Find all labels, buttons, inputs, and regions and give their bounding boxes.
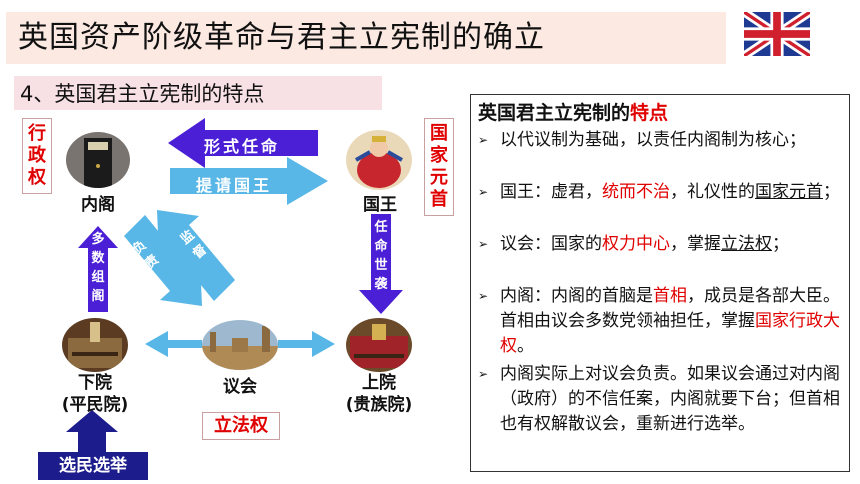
king-label: 国王: [363, 195, 397, 215]
feature-4-text-a: 内阁：内阁的首脑是: [500, 286, 653, 306]
arrow-parliament-left: [145, 331, 202, 357]
feature-3-underline: 立法权: [721, 234, 772, 254]
feature-1-text: 以代议制为基础，以责任内阁制为核心；: [500, 130, 806, 150]
diagram-arrows: [66, 118, 403, 452]
arrow-bullet-icon: ➢: [478, 237, 489, 251]
arrow-responsible: [124, 215, 202, 306]
arrow-majority: [78, 226, 118, 312]
feature-3-text-a: 议会：国家的: [500, 234, 602, 254]
lords-label: 上院: [362, 373, 396, 393]
feature-item-2: ➢ 国王：虚君，统而不治，礼仪性的国家元首；: [478, 180, 846, 205]
arrow-supervise: [157, 210, 235, 301]
feature-3-text-c: ；: [772, 234, 789, 254]
commons-label: 下院: [78, 373, 112, 393]
feature-item-4: ➢ 内阁：内阁的首脑是首相，成员是各部大臣。首相由议会多数党领袖担任，掌握国家行…: [478, 284, 846, 359]
arrow-appoint-hereditary: [359, 214, 403, 314]
features-panel: [470, 94, 850, 472]
arrow-bullet-icon: ➢: [478, 185, 489, 199]
feature-3-text-b: ，掌握: [670, 234, 721, 254]
panel-title-prefix: 英国君主立宪制的: [478, 102, 631, 124]
commons-sublabel: (平民院): [61, 395, 129, 415]
subtitle-bar: [14, 76, 382, 110]
legislative-power-tag: 立法权: [202, 412, 280, 440]
feature-2-text-c: ；: [823, 182, 840, 202]
arrow-bullet-icon: ➢: [478, 289, 489, 303]
feature-4-highlight-b: 国家行政大权: [500, 311, 840, 356]
feature-item-1: ➢ 以代议制为基础，以责任内阁制为核心；: [478, 128, 846, 153]
arrow-bullet-icon: ➢: [478, 367, 489, 381]
arrow-submit-king-label: 提请国王: [196, 176, 273, 195]
arrow-formal-appoint: [168, 118, 318, 168]
union-jack-flag-icon: [744, 12, 810, 56]
feature-4-highlight-a: 首相: [653, 286, 687, 306]
arrow-submit-king: [170, 157, 328, 205]
feature-2-highlight: 统而不治: [602, 182, 670, 202]
page-title: 英国资产阶级革命与君主立宪制的确立: [18, 20, 545, 55]
arrow-appoint-hereditary-label: 任命世袭: [374, 220, 388, 292]
head-of-state-tag: 国家元首: [424, 118, 454, 216]
cabinet-label: 内阁: [81, 195, 115, 215]
lords-sublabel: (贵族院): [345, 395, 413, 415]
voter-election-box: 选民选举: [38, 452, 148, 480]
feature-2-underline: 国家元首: [755, 182, 823, 202]
panel-title: 英国君主立宪制的特点: [478, 100, 668, 126]
feature-4-text-b: ，成员是各部大臣。首相由议会多数党领袖担任，掌握: [500, 286, 840, 331]
feature-4-text-c: 。: [517, 336, 534, 356]
parliament-building-icon: [202, 320, 278, 370]
feature-5-text: 内阁实际上对议会负责。如果议会通过对内阁（政府）的不信任案，内阁就要下台；但首相…: [500, 364, 840, 434]
panel-title-highlight: 特点: [630, 102, 669, 124]
arrow-voters: [66, 410, 118, 452]
feature-3-highlight: 权力中心: [602, 234, 670, 254]
feature-2-text-b: ，礼仪性的: [670, 182, 755, 202]
house-of-commons-icon: [62, 318, 128, 372]
parliament-label: 议会: [223, 377, 257, 397]
section-subtitle: 4、英国君主立宪制的特点: [20, 82, 265, 106]
house-of-lords-icon: [346, 318, 412, 372]
arrow-bullet-icon: ➢: [478, 133, 489, 147]
arrow-parliament-right: [278, 331, 335, 357]
feature-item-3: ➢ 议会：国家的权力中心，掌握立法权；: [478, 232, 846, 257]
cabinet-door-icon: [66, 132, 130, 188]
arrow-formal-appoint-label: 形式任命: [204, 137, 281, 156]
arrow-majority-label: 多数组阁: [91, 232, 105, 304]
king-portrait-icon: [346, 130, 412, 190]
feature-2-text-a: 国王：虚君，: [500, 182, 602, 202]
title-bar: [6, 12, 726, 64]
executive-power-tag: 行政权: [22, 118, 52, 194]
feature-item-5: ➢ 内阁实际上对议会负责。如果议会通过对内阁（政府）的不信任案，内阁就要下台；但…: [478, 362, 846, 437]
